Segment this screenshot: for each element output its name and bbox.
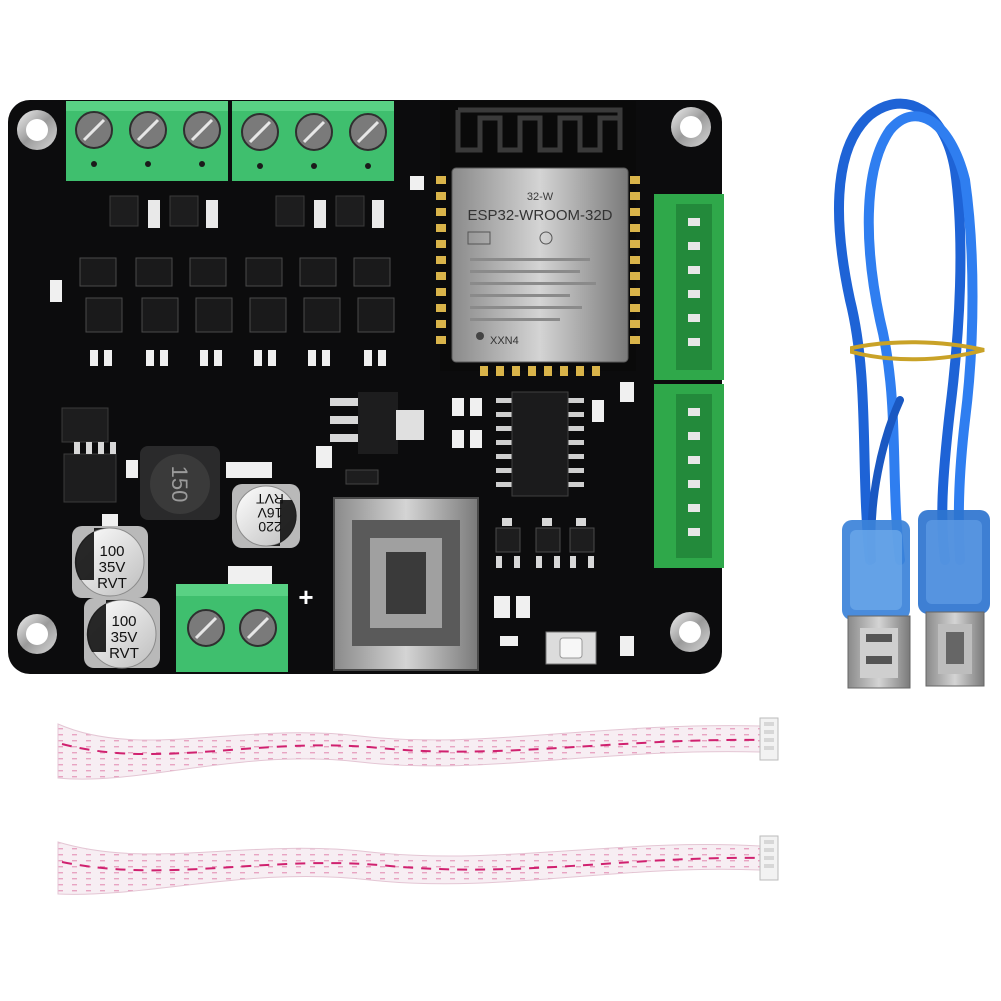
- cap-voltage: 35V: [111, 629, 138, 646]
- usb-serial-chip: [496, 391, 584, 497]
- buck-converter-chip: [61, 407, 117, 503]
- ribbon-cable-icon: [57, 717, 779, 780]
- signal-transistors: [495, 527, 595, 553]
- capacitor-left-top: 100 35V RVT: [72, 526, 148, 598]
- capacitor-center: 220 16V RVT: [232, 484, 300, 548]
- power-polarity-label: +: [298, 582, 313, 612]
- module-line1: 32-W: [527, 191, 554, 203]
- antenna-icon: [455, 107, 623, 153]
- resistor-row: [148, 200, 384, 228]
- cap-brand: RVT: [97, 575, 127, 592]
- usb-cable-icon: [834, 98, 990, 689]
- pin-header-upper: [654, 194, 724, 380]
- capacitor-left-bottom: 100 35V RVT: [84, 598, 160, 669]
- mounting-hole: [670, 612, 710, 652]
- mounting-hole: [671, 107, 711, 147]
- module-line2: ESP32-WROOM-32D: [467, 207, 612, 224]
- cap-value: 220: [258, 519, 282, 535]
- cap-brand: RVT: [109, 645, 139, 662]
- inductor: 150: [140, 446, 220, 520]
- module-tag: XXN4: [490, 335, 519, 347]
- cap-voltage: 35V: [99, 559, 126, 576]
- usb-b-connector: [918, 510, 990, 687]
- mounting-hole: [17, 110, 57, 150]
- transistor-row: [109, 195, 365, 227]
- cap-brand: RVT: [256, 491, 284, 507]
- wifi-logo: [467, 231, 491, 245]
- inductor-marking: 150: [167, 466, 192, 503]
- cap-value: 100: [111, 613, 136, 630]
- certification-logo: [539, 231, 553, 245]
- usb-b-port: [333, 497, 479, 671]
- esp32-module: 32-W ESP32-WROOM-32D XXN4: [436, 101, 640, 376]
- cap-value: 100: [99, 543, 124, 560]
- reset-button: [545, 631, 597, 665]
- mounting-hole: [17, 614, 57, 654]
- smd-passives: [50, 176, 634, 656]
- power-screw-terminal: [176, 584, 288, 672]
- ribbon-cable-icon: [57, 835, 779, 895]
- driver-ic-grid: [79, 257, 395, 333]
- pin-header-lower: [654, 384, 724, 568]
- usb-a-connector: [842, 520, 911, 689]
- esp32-driver-board: 32-W ESP32-WROOM-32D XXN4: [8, 100, 724, 674]
- screw-terminal-left: [66, 101, 228, 181]
- cap-voltage: 16V: [257, 505, 283, 521]
- voltage-regulator: [330, 392, 424, 485]
- screw-terminal-right: [232, 101, 394, 181]
